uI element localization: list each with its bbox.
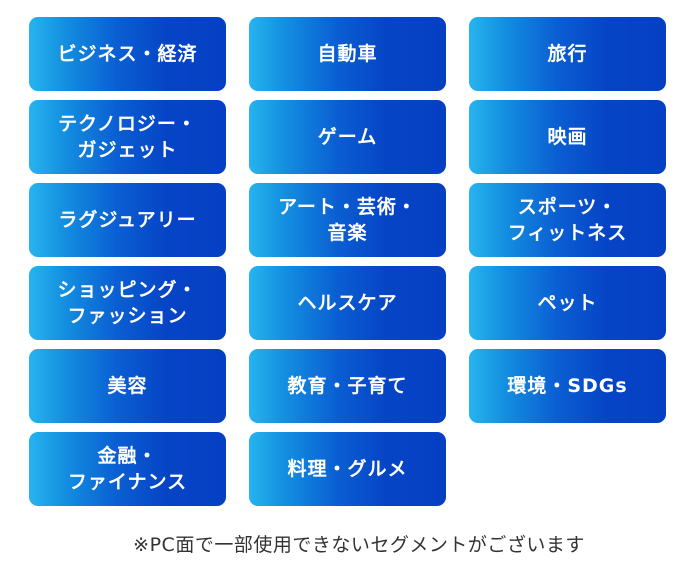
segment-label: アート・芸術・ 音楽 xyxy=(278,196,417,244)
segment-label: テクノロジー・ ガジェット xyxy=(58,113,197,161)
segment-automobile[interactable]: 自動車 xyxy=(249,17,446,91)
segment-healthcare[interactable]: ヘルスケア xyxy=(249,266,446,340)
segment-cooking-gourmet[interactable]: 料理・グルメ xyxy=(249,432,446,506)
segment-label: 料理・グルメ xyxy=(287,458,408,480)
segment-label: ペット xyxy=(537,292,598,314)
segment-movie[interactable]: 映画 xyxy=(469,100,666,174)
segment-game[interactable]: ゲーム xyxy=(249,100,446,174)
segment-label: スポーツ・ フィットネス xyxy=(507,196,628,244)
segment-beauty[interactable]: 美容 xyxy=(29,349,226,423)
segment-label: ヘルスケア xyxy=(297,292,398,314)
segment-pet[interactable]: ペット xyxy=(469,266,666,340)
segment-label: 映画 xyxy=(547,126,588,148)
segment-label: 金融・ ファイナンス xyxy=(67,445,188,493)
segment-travel[interactable]: 旅行 xyxy=(469,17,666,91)
segment-luxury[interactable]: ラグジュアリー xyxy=(29,183,226,257)
segment-grid: ビジネス・経済 自動車 旅行 テクノロジー・ ガジェット ゲーム 映画 ラグジュ… xyxy=(29,17,666,506)
segment-label: ビジネス・経済 xyxy=(57,43,198,65)
segment-label: ゲーム xyxy=(317,126,378,148)
segment-art-music[interactable]: アート・芸術・ 音楽 xyxy=(249,183,446,257)
segment-label: ショッピング・ ファッション xyxy=(57,279,198,327)
segment-finance[interactable]: 金融・ ファイナンス xyxy=(29,432,226,506)
segment-business-economy[interactable]: ビジネス・経済 xyxy=(29,17,226,91)
segment-sports-fitness[interactable]: スポーツ・ フィットネス xyxy=(469,183,666,257)
segment-technology-gadget[interactable]: テクノロジー・ ガジェット xyxy=(29,100,226,174)
segment-label: 旅行 xyxy=(547,43,588,65)
segment-label: 美容 xyxy=(107,375,148,397)
footnote: ※PC面で一部使用できないセグメントがございます xyxy=(133,534,585,556)
segment-label: ラグジュアリー xyxy=(58,209,197,231)
segment-label: 教育・子育て xyxy=(287,375,408,397)
segment-environment-sdgs[interactable]: 環境・SDGs xyxy=(469,349,666,423)
segment-label: 自動車 xyxy=(317,43,378,65)
segment-label: 環境・SDGs xyxy=(507,375,628,397)
segment-shopping-fashion[interactable]: ショッピング・ ファッション xyxy=(29,266,226,340)
segment-education-parenting[interactable]: 教育・子育て xyxy=(249,349,446,423)
